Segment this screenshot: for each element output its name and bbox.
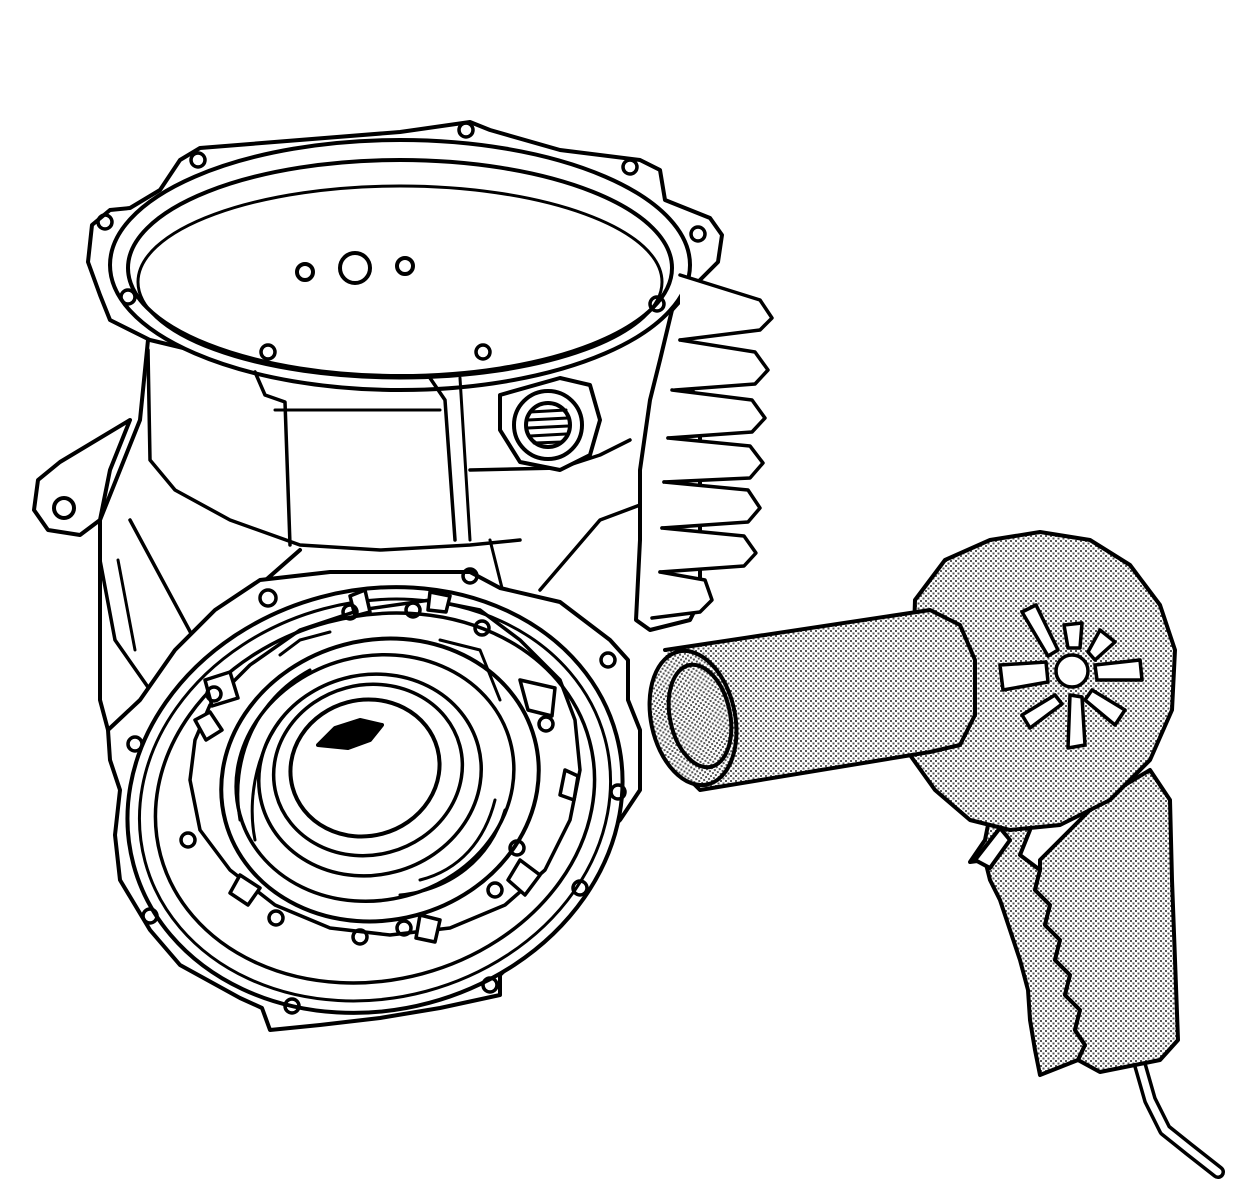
heat-gun-cord-core [1136, 1061, 1222, 1176]
cooling-ribs [650, 273, 774, 620]
vent-center-icon [1054, 653, 1090, 689]
threaded-boss-ring [512, 389, 584, 461]
hub-ring-4 [271, 682, 465, 858]
left-mount-ear [32, 418, 132, 537]
heat-gun-trigger [973, 826, 1012, 870]
bore-hole-center [338, 251, 372, 285]
left-mount-hole [52, 496, 76, 520]
pillar-left [253, 370, 292, 547]
rear-flange-bolt-holes [126, 567, 627, 1015]
heat-gun [647, 530, 1225, 1179]
heat-gun-nozzle-inner [666, 662, 734, 770]
top-bore-inner [126, 158, 674, 378]
rear-flange-ring-2 [137, 597, 613, 1003]
top-flange-bolt-holes [96, 121, 707, 361]
threaded-boss-hole [524, 401, 572, 449]
body-bottom-curve [146, 348, 522, 552]
hub-swirl-lines [236, 630, 507, 897]
pump-segmented-ring [188, 598, 582, 937]
heat-gun-vent [998, 603, 1144, 750]
left-strut-2 [116, 558, 137, 652]
heat-gun-cord [1133, 1058, 1225, 1179]
left-strut-3 [128, 518, 202, 652]
top-bore-rim [136, 184, 664, 380]
left-strut-1 [98, 558, 152, 692]
hub-ring-3 [257, 672, 483, 878]
bore-hole-left [295, 262, 315, 282]
pillar-middle-2 [458, 376, 472, 542]
body-diagonal [538, 503, 642, 592]
heat-gun-barrel [663, 608, 977, 792]
top-bore-outer [108, 138, 692, 392]
thread-lines [526, 408, 570, 445]
pump-tabs [193, 588, 580, 944]
hub-bore [288, 697, 442, 839]
heat-gun-handle-back [1033, 768, 1180, 1074]
bore-shadow [316, 718, 384, 750]
pillar-middle [428, 376, 457, 542]
bore-hole-right [395, 256, 415, 276]
transmission-case-housing [32, 120, 774, 1032]
